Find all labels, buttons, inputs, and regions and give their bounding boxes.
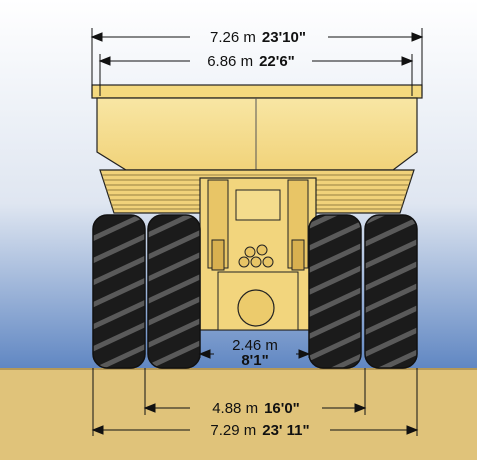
inner-tire-gap-metric-label: 2.46 m — [232, 337, 278, 354]
tires — [92, 214, 418, 369]
tire-inner-left — [147, 214, 201, 369]
tire-outer-right — [364, 214, 418, 369]
tire-outer-left — [92, 214, 146, 369]
dimension-arrows — [90, 32, 424, 435]
extension-lines — [91, 28, 423, 436]
tire-inner-right — [308, 214, 362, 369]
ground — [0, 368, 477, 460]
differential-housing — [237, 289, 275, 327]
inner-tire-gap-imperial-label: 8'1" — [241, 352, 268, 369]
rear-chassis — [199, 177, 317, 331]
